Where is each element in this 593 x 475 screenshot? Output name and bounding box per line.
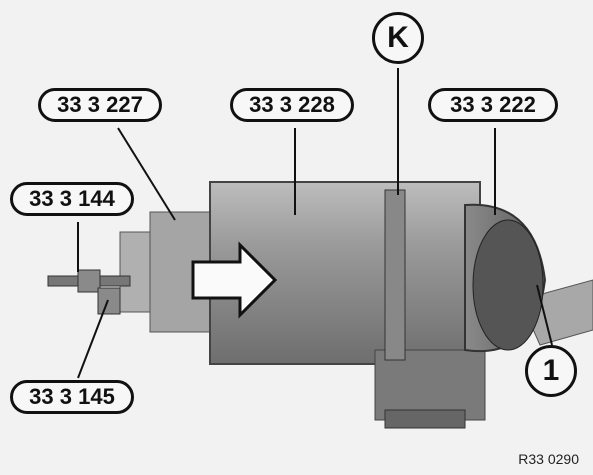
shaft-bracket [97, 287, 121, 315]
leader-333145 [77, 299, 109, 379]
callout-333227-text: 33 3 227 [57, 92, 143, 117]
mount-foot [384, 409, 466, 429]
callout-333222-text: 33 3 222 [450, 92, 536, 117]
leader-333227 [117, 127, 176, 221]
callout-333144-text: 33 3 144 [29, 186, 115, 211]
leader-lines [77, 68, 553, 379]
mount-base [374, 349, 486, 421]
cap-face [472, 219, 544, 351]
callout-333145: 33 3 145 [10, 380, 134, 414]
leader-1 [536, 284, 553, 346]
shaft-collar [77, 269, 101, 293]
figure-reference: R33 0290 [518, 451, 579, 467]
clamp-ring [384, 189, 406, 361]
callout-333145-text: 33 3 145 [29, 384, 115, 409]
callout-1-text: 1 [542, 354, 560, 387]
callout-1: 1 [525, 345, 577, 397]
direction-arrow [191, 241, 278, 319]
callout-333227: 33 3 227 [38, 88, 162, 122]
callout-333228-text: 33 3 228 [249, 92, 335, 117]
callout-k-text: K [387, 21, 409, 54]
callout-333144: 33 3 144 [10, 182, 134, 216]
callout-k: K [372, 12, 424, 64]
callout-333222: 33 3 222 [428, 88, 558, 122]
callout-333228: 33 3 228 [230, 88, 354, 122]
